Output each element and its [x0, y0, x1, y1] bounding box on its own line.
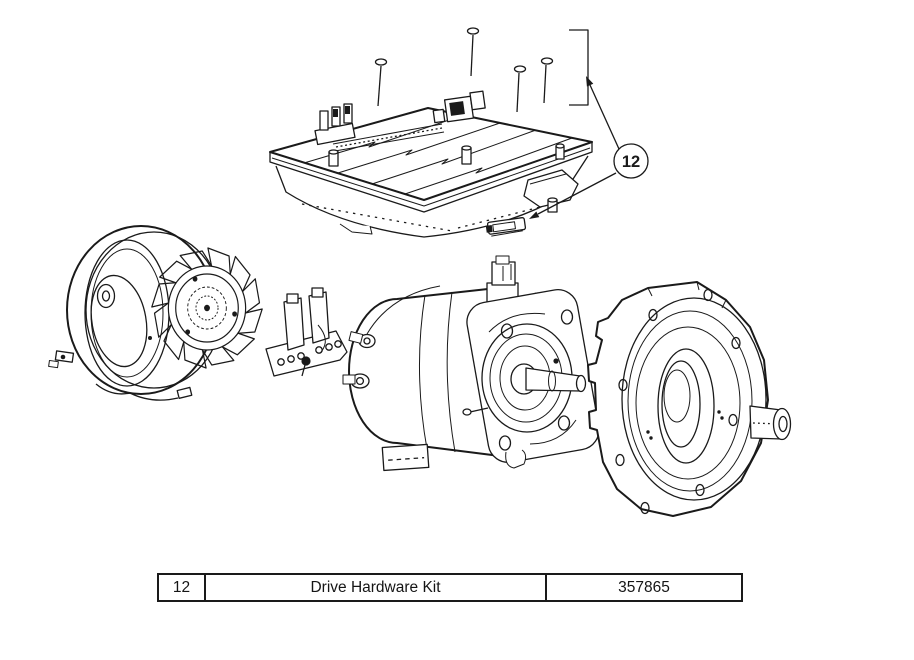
heatsink-fins: [301, 203, 453, 232]
table-cell-description: Drive Hardware Kit: [204, 575, 545, 600]
arrowhead-icon: [529, 211, 540, 219]
table-cell-part-number: 357865: [545, 575, 741, 600]
callout-circle: [613, 143, 649, 179]
group-bracket: [569, 29, 589, 106]
power-terminal-block: [432, 90, 486, 124]
standoff-posts: [328, 143, 565, 167]
hardware-clip: [485, 217, 527, 237]
bracket-bolt-icon: [301, 356, 311, 366]
cooling-fan: [146, 242, 268, 374]
callout-12: 12: [529, 29, 649, 219]
perforated-screen: [90, 274, 148, 368]
parts-table: 12 Drive Hardware Kit 357865: [157, 573, 743, 602]
callout-number: 12: [622, 153, 640, 171]
arrowhead-icon: [586, 76, 594, 87]
mounting-screw-icon: [374, 27, 554, 113]
motor-terminal-block: [381, 443, 430, 472]
motor: [342, 255, 600, 472]
fan-clutch-assembly: [48, 225, 268, 401]
threaded-fitting: [749, 405, 792, 441]
table-cell-ref: 12: [172, 578, 191, 596]
end-cover-housing: [587, 281, 792, 517]
controller-side-boss: [523, 169, 579, 208]
bearing-bore: [657, 348, 715, 464]
controller-connector: [314, 103, 356, 146]
controller-unit: [269, 27, 593, 238]
